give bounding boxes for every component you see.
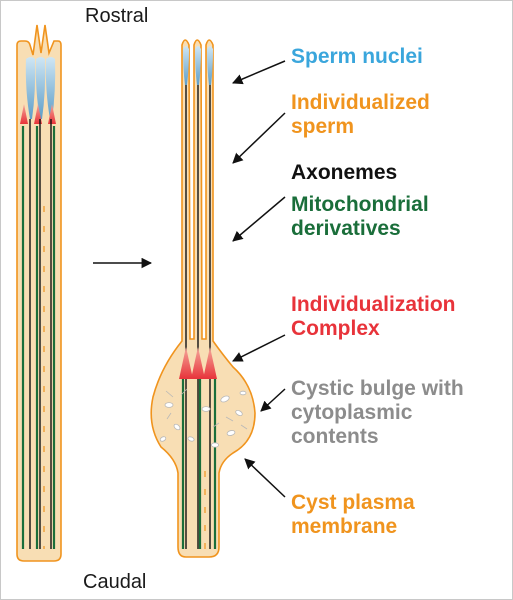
right-individualization-complex [179, 347, 217, 379]
caudal-label: Caudal [83, 571, 147, 593]
nucleus [45, 57, 56, 119]
label-line: Mitochondrial [291, 193, 429, 216]
nucleus [207, 46, 213, 85]
label-line: Individualized [291, 91, 430, 114]
label-line: derivatives [291, 217, 401, 240]
arrow-to-axonemes [232, 196, 286, 242]
label-line: Axonemes [291, 161, 398, 184]
left-nuclei [25, 57, 56, 119]
left-cyst-membrane [16, 24, 62, 562]
label-line: Cyst plasma [291, 491, 415, 514]
axonemes-label: Axonemes [291, 161, 397, 185]
pointer-arrows [232, 60, 286, 498]
nucleus [25, 57, 36, 119]
cyst-during-individualization [150, 39, 256, 558]
nucleus [183, 46, 189, 85]
label-line: Cystic bulge with [291, 377, 464, 400]
label-line: contents [291, 425, 379, 448]
label-line: sperm [291, 115, 355, 138]
label-line: membrane [291, 515, 398, 538]
sperm-nuclei-label: Sperm nuclei [291, 45, 423, 69]
nucleus [195, 46, 201, 85]
label-line: cytoplasmic [291, 401, 413, 424]
label-line: Complex [291, 317, 380, 340]
cyst-before-individualization [16, 24, 62, 562]
arrow-to-individualized-sperm [232, 112, 286, 164]
label-line: Sperm nuclei [291, 45, 423, 68]
left-flagella [21, 119, 56, 549]
label-line: Individualization [291, 293, 456, 316]
investment-cone [20, 104, 28, 124]
investment-cone [191, 347, 205, 379]
right-flagella [181, 85, 217, 549]
investment-cone [203, 347, 217, 379]
arrow-to-cystic-bulge [260, 388, 286, 412]
investment-cone [179, 347, 193, 379]
right-cyst-membrane [150, 39, 256, 558]
arrow-to-individualization-complex [232, 334, 286, 362]
nucleus [35, 57, 46, 119]
arrow-to-sperm-nuclei [232, 60, 286, 85]
rostral-label: Rostral [85, 5, 149, 27]
arrow-to-cyst-membrane [244, 458, 286, 498]
investment-cone [48, 104, 56, 124]
right-nuclei [183, 46, 213, 85]
cytoplasmic-contents [159, 388, 248, 448]
